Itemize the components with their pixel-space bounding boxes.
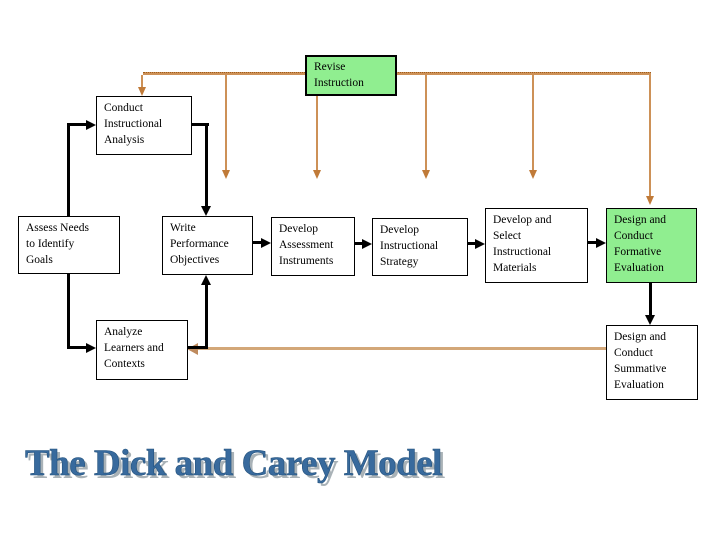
box-write-performance-objectives: Write Performance Objectives [162, 216, 253, 275]
arrow-strategy-to-materials-head [475, 239, 485, 249]
arrow-conduct-to-write-v [205, 123, 208, 208]
box-develop-and-select-instructional-materials: Develop and Select Instructional Materia… [485, 208, 588, 283]
arrow-conduct-to-write-head [201, 206, 211, 216]
arrow-revise-to-formative-line [649, 75, 651, 197]
arrow-revise-to-materials-line [532, 75, 534, 171]
arrow-assess-to-analyze-head [86, 343, 96, 353]
feedback-summative-to-analyze-line [197, 347, 606, 350]
arrow-assess-to-conduct-head [86, 120, 96, 130]
box-assess-needs-to-identify-goals: Assess Needs to Identify Goals [18, 216, 120, 274]
box-develop-instructional-strategy: Develop Instructional Strategy [372, 218, 468, 276]
arrow-assess-to-analyze-h [67, 346, 88, 349]
box-design-and-conduct-formative-evaluation: Design and Conduct Formative Evaluation [606, 208, 697, 283]
arrow-analyze-to-write-head [201, 275, 211, 285]
arrow-assess-to-conduct-h [67, 123, 88, 126]
box-label-revise-instruction: Revise Instruction [314, 61, 364, 89]
arrow-assessment-to-strategy-line [355, 242, 364, 245]
arrow-revise-to-assessment-line [316, 96, 318, 171]
arrow-conduct-to-write-h [192, 123, 209, 126]
arrow-formative-to-summative-head [645, 315, 655, 325]
box-label-conduct-instructional-analysis: Conduct Instructional Analysis [104, 102, 163, 146]
arrow-assess-to-analyze-v [67, 274, 70, 349]
box-conduct-instructional-analysis: Conduct Instructional Analysis [96, 96, 192, 155]
arrow-revise-to-write-head [222, 170, 230, 179]
box-revise-instruction: Revise Instruction [305, 55, 397, 96]
box-design-and-conduct-summative-evaluation: Design and Conduct Summative Evaluation [606, 325, 698, 400]
box-label-develop-instructional-strategy: Develop Instructional Strategy [380, 224, 439, 268]
arrow-revise-to-conduct-line [141, 75, 143, 88]
box-label-analyze-learners-and-contexts: Analyze Learners and Contexts [104, 326, 164, 370]
arrow-formative-to-summative-line [649, 283, 652, 316]
arrow-materials-to-formative-head [596, 238, 606, 248]
arrow-write-to-assessment-line [253, 241, 264, 244]
box-label-write-performance-objectives: Write Performance Objectives [170, 222, 229, 266]
arrow-assessment-to-strategy-head [362, 239, 372, 249]
revise-horizontal-line [143, 72, 651, 75]
arrow-revise-to-strategy-head [422, 170, 430, 179]
arrow-write-to-assessment-head [261, 238, 271, 248]
arrow-strategy-to-materials-line [468, 242, 477, 245]
arrow-revise-to-write-line [225, 75, 227, 171]
box-label-design-and-conduct-formative-evaluation: Design and Conduct Formative Evaluation [614, 214, 667, 274]
box-label-design-and-conduct-summative-evaluation: Design and Conduct Summative Evaluation [614, 331, 667, 391]
arrow-revise-to-conduct-head [138, 87, 146, 96]
box-label-assess-needs: Assess Needs to Identify Goals [26, 222, 89, 266]
slide-title: The Dick and Carey Model [25, 443, 443, 485]
feedback-summative-to-analyze-head [187, 343, 198, 355]
arrow-revise-to-formative-head [646, 196, 654, 205]
arrow-revise-to-materials-head [529, 170, 537, 179]
box-label-develop-and-select-instructional-materials: Develop and Select Instructional Materia… [493, 214, 552, 274]
arrow-analyze-to-write-v [205, 282, 208, 349]
box-label-develop-assessment-instruments: Develop Assessment Instruments [279, 223, 334, 267]
arrow-analyze-to-write-h [188, 346, 208, 349]
arrow-assess-to-conduct-v [67, 125, 70, 216]
arrow-revise-to-assessment-head [313, 170, 321, 179]
arrow-revise-to-strategy-line [425, 75, 427, 171]
arrow-materials-to-formative-line [588, 241, 598, 244]
box-develop-assessment-instruments: Develop Assessment Instruments [271, 217, 355, 276]
box-analyze-learners-and-contexts: Analyze Learners and Contexts [96, 320, 188, 380]
